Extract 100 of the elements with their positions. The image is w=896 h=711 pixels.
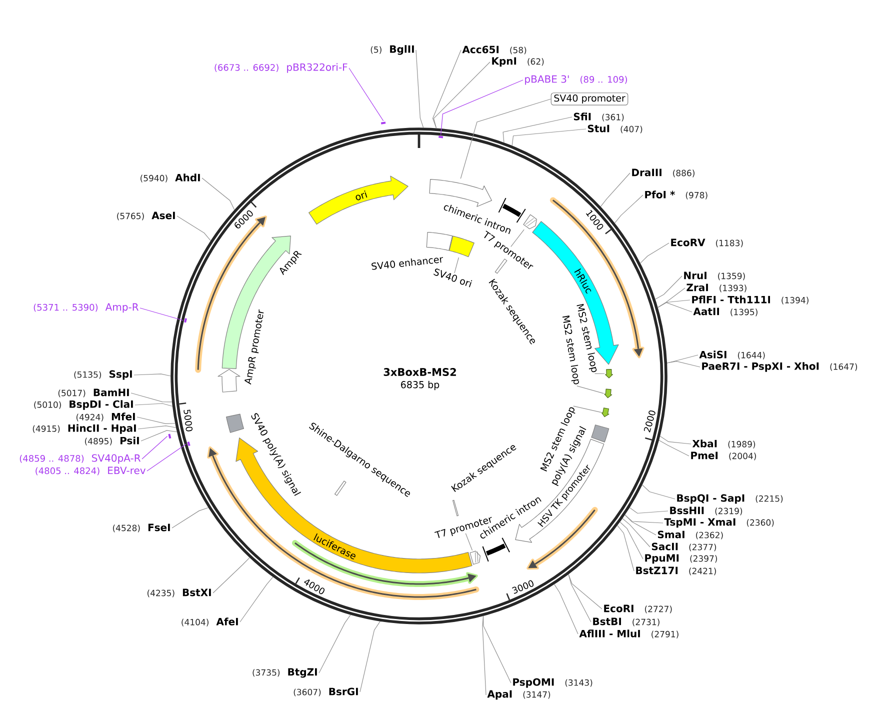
leader-line [348, 68, 384, 122]
primer-label: (5371 .. 5390) Amp-R [34, 303, 139, 313]
leader-line [416, 50, 424, 128]
cut-site-label: (4895) PsiI [85, 436, 139, 446]
feature-block: ori [308, 176, 408, 225]
leader-line [666, 361, 700, 368]
cut-site-label: ZraI (1393) [686, 284, 746, 292]
cut-site-label: PpuMI (2397) [645, 554, 717, 564]
primer-label: pBABE 3' (89 .. 109) [525, 75, 627, 85]
leader-line [642, 484, 676, 500]
cut-site-label: AatII (1395) [693, 308, 758, 316]
leader-line [440, 80, 524, 136]
leader-line [568, 574, 602, 610]
cut-site-label: PfoI * (978) [645, 190, 708, 200]
primer-mark [380, 122, 386, 124]
tick-label: 2000 [644, 410, 656, 432]
cut-site-label: XbaI (1989) [692, 440, 756, 448]
cut-site-label: KpnI (62) [492, 57, 544, 67]
plasmid-length: 6835 bp [401, 380, 440, 390]
leader-line [140, 430, 178, 442]
leader-line [138, 426, 176, 430]
cut-site-label: (4924) MfeI [76, 412, 135, 422]
tick-label: 5000 [184, 410, 193, 432]
leader-line [212, 557, 250, 594]
leader-line [622, 518, 650, 548]
leader-line [433, 62, 490, 128]
leader-line [465, 533, 473, 551]
cut-site-label: BstZ17I (2421) [636, 566, 716, 576]
primer-mark [187, 442, 190, 446]
cut-site-label: (5010) BspDI - ClaI [34, 400, 133, 410]
cut-site-label: BstBI (2731) [593, 618, 660, 626]
leader-line [658, 440, 690, 456]
leader-line [554, 584, 578, 634]
leader-line [657, 288, 686, 308]
cut-site-label: SmaI (2362) [658, 530, 723, 540]
cut-site-label: TspMI - XmaI (2360) [664, 518, 774, 528]
cut-site-label: (5017) BamHI [58, 388, 129, 398]
leader-line [142, 436, 168, 460]
leader-line [576, 386, 604, 394]
primer-label: (4805 .. 4824) EBV-rev [36, 466, 146, 476]
leader-line [134, 403, 173, 407]
cut-site-label: BssHII (2319) [670, 506, 742, 516]
leader-line [594, 373, 605, 374]
label-box: SV40 promoter [550, 92, 628, 106]
leader-line [614, 194, 644, 224]
cut-site-label: BspQI - SapI (2215) [677, 494, 783, 504]
cut-site-label: (5135) SspI [74, 370, 132, 380]
leader-line [624, 514, 656, 536]
cut-site-label: SfiI (361) [574, 112, 624, 122]
feature-block [601, 408, 610, 418]
primer-mark [438, 136, 444, 138]
leader-line [600, 172, 630, 207]
primer-label: (4859 .. 4878) SV40pA-R [20, 454, 141, 464]
feature-label: AmpR promoter [244, 309, 264, 385]
cut-site-label: (5765) AseI [117, 212, 175, 220]
leader-line [432, 50, 462, 128]
feature-box [449, 236, 474, 258]
leader-line [482, 616, 486, 696]
feature-block [523, 214, 537, 230]
leader-line [140, 308, 184, 321]
leader-line [202, 178, 235, 210]
plasmid-name: 3xBoxB-MS2 [384, 368, 456, 376]
cut-site-label: EcoRI (2727) [604, 604, 672, 614]
cut-site-label: PmeI (2004) [691, 452, 756, 460]
leader-line [136, 416, 176, 424]
leader-line [172, 507, 209, 528]
cut-site-label: (4915) HincII - HpaI [32, 424, 136, 434]
leader-line [666, 354, 698, 364]
feature-label: SV40 ori [434, 268, 472, 288]
primer-label: (6673 .. 6692) pBR322ori-F [214, 63, 348, 73]
leader-line [318, 614, 351, 674]
cut-site-label: PspOMI (3143) [513, 678, 592, 688]
leader-line [502, 116, 572, 143]
cut-site-label: (4528) FseI [113, 524, 170, 532]
cut-site-label: NruI (1359) [684, 272, 745, 280]
cut-site-label: ApaI (3147) [487, 690, 550, 700]
feature-block [604, 388, 612, 398]
cut-site-label: (5940) AhdI [140, 174, 200, 182]
leader-line [454, 257, 459, 274]
leader-line [654, 276, 682, 300]
leader-line [573, 406, 602, 413]
leader-line [512, 128, 586, 146]
cut-site-label: (3607) BsrGI [294, 688, 358, 696]
cut-site-label: Acc65I (58) [462, 46, 526, 54]
cut-site-label: PaeR7I - PspXI - XhoI (1647) [702, 362, 858, 372]
cut-site-label: (5) BglII [370, 45, 414, 55]
cut-site-label: (3735) BtgZI [252, 668, 317, 678]
leader-line [568, 574, 592, 622]
leader-line [660, 436, 692, 444]
leader-line [629, 507, 668, 514]
cut-site-label: AsiSI (1644) [699, 350, 765, 360]
leader-line [134, 374, 171, 376]
leader-line [146, 444, 187, 472]
leader-line [510, 229, 524, 247]
leader-line [657, 302, 692, 312]
feature-label: SV40 enhancer [372, 257, 443, 270]
cut-site-label: DraIII (886) [632, 168, 694, 178]
feature-block [605, 368, 613, 378]
primer-mark [168, 434, 172, 439]
leader-line [617, 525, 634, 572]
